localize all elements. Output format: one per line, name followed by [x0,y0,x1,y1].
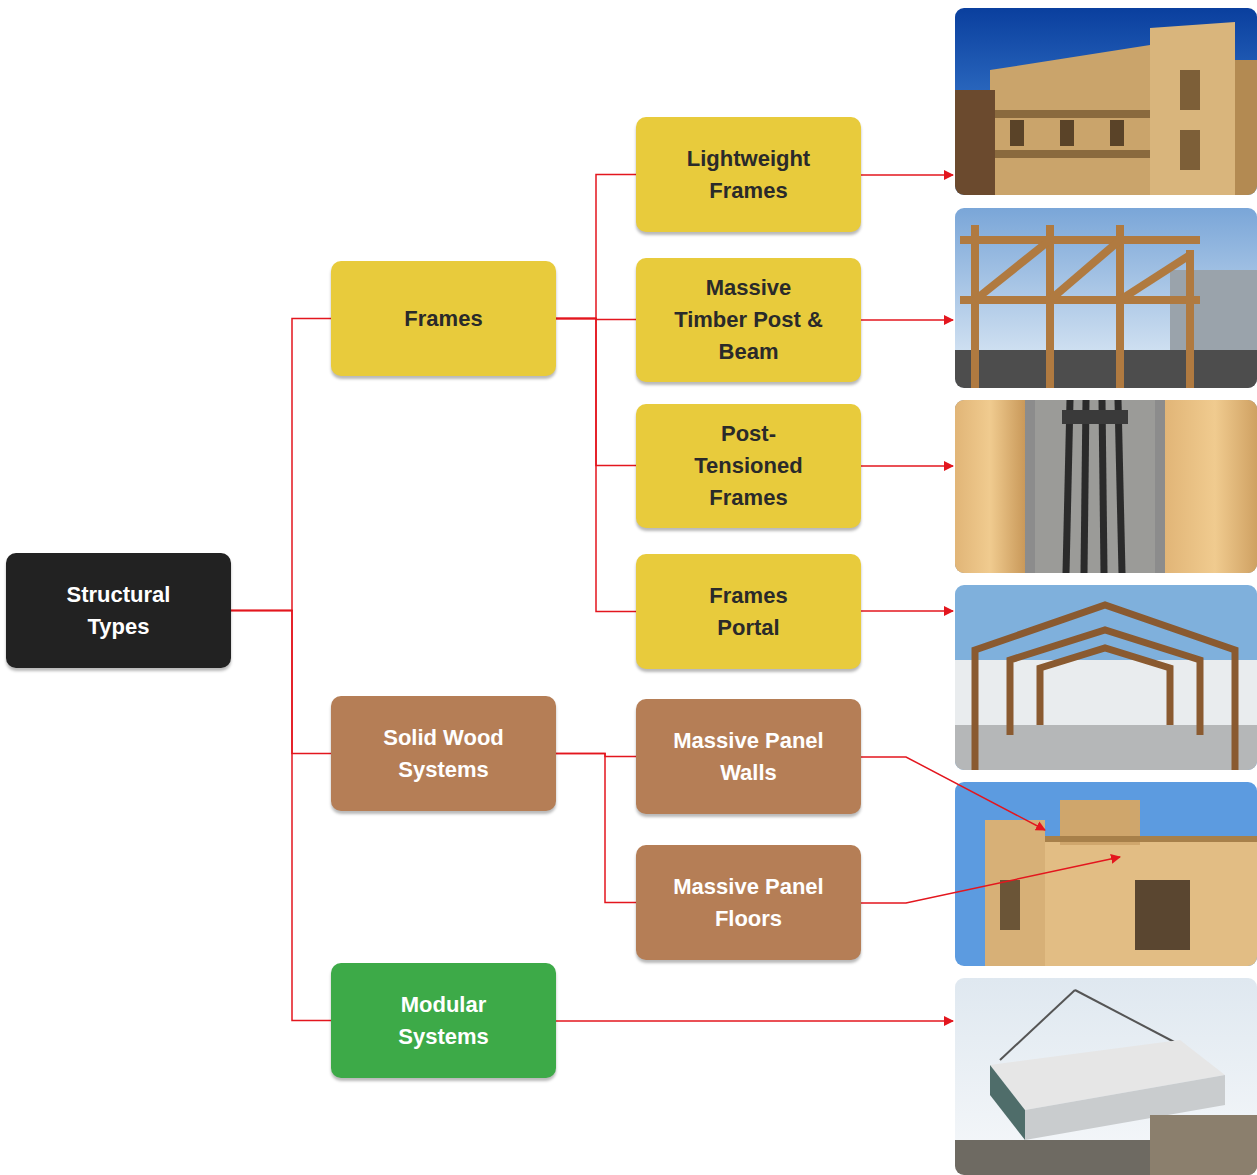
label-group: Frames Portal [689,580,809,644]
root-box: Structural Types [6,553,231,668]
post-tensioned-photo [955,400,1257,573]
type-box: Post- Tensioned Frames [636,404,861,528]
type-box: Massive Panel Floors [636,845,861,960]
leader-arrow [861,319,953,321]
anchors [1062,410,1128,424]
sky [955,978,1257,1175]
window [1180,130,1200,170]
box-label: Modular Systems [379,989,509,1053]
sky [955,782,1257,966]
timber-frame [960,225,1200,388]
label-group: Post- Tensioned Frames [684,418,814,514]
category-box: Solid Wood Systems [331,696,556,811]
label-group: Massive Timber Post & Beam [674,272,824,368]
leader-arrows [556,175,1120,1021]
floor-line [990,150,1150,158]
box-label: Frames [404,303,482,335]
sky [955,8,1257,195]
timber-column [955,400,1025,573]
box-label: Massive Panel Floors [656,871,841,935]
window [1060,120,1074,146]
wall [1235,60,1257,195]
category-box: Frames [331,261,556,376]
label-group: Frames [404,303,482,335]
floor-panel [1045,836,1257,842]
portal-frames [975,605,1235,770]
label-group: Massive Panel Floors [656,871,841,935]
label-group: Structural Types [49,579,189,643]
label-group: Lightweight Frames [674,143,824,207]
opening [1000,880,1020,930]
tree-connector [231,611,331,754]
box-label: Solid Wood Systems [369,722,519,786]
leader-arrow [556,1020,953,1022]
leader-arrow [861,174,953,176]
wall-panel [1045,840,1257,966]
sky [955,585,1257,770]
floor-line [990,110,1150,118]
post-beam-photo [955,208,1257,388]
window [1180,70,1200,110]
tree-connector [556,754,636,903]
wall [990,45,1150,195]
type-box: Massive Timber Post & Beam [636,258,861,382]
massive-panel-photo [955,782,1257,966]
type-box: Lightweight Frames [636,117,861,232]
building [1150,1115,1257,1175]
label-group: Solid Wood Systems [369,722,519,786]
ground [955,350,1257,388]
tower [1150,22,1235,195]
box-label: Massive Panel Walls [656,725,841,789]
window [1110,120,1124,146]
category-box: Modular Systems [331,963,556,1078]
label-group: Modular Systems [379,989,509,1053]
type-box: Massive Panel Walls [636,699,861,814]
tree-connector [556,319,636,612]
label-group: Massive Panel Walls [656,725,841,789]
window [1010,120,1024,146]
portal-frame-photo [955,585,1257,770]
wall-panel [985,820,1045,966]
box-label: Structural Types [49,579,189,643]
walls [955,660,1257,730]
roof-edge [955,90,995,195]
leader-arrow [861,465,953,467]
timber-column [1165,400,1257,573]
box-label: Frames Portal [689,580,809,644]
lightweight-frame-photo [955,8,1257,195]
opening [1135,880,1190,950]
box-label: Massive Timber Post & Beam [674,272,824,368]
floor [955,725,1257,770]
box-label: Post- Tensioned Frames [684,418,814,514]
tree-connector [231,611,331,1021]
tree-connector [231,319,331,611]
tendons [1066,400,1122,573]
leader-arrow [861,610,953,612]
steel-core [1035,400,1155,573]
module-end [990,1065,1025,1140]
tree-connector [556,175,636,319]
leader-arrow [861,857,1120,903]
type-box: Frames Portal [636,554,861,669]
box-label: Lightweight Frames [674,143,824,207]
modular-photo [955,978,1257,1175]
leader-arrow [861,757,1045,830]
